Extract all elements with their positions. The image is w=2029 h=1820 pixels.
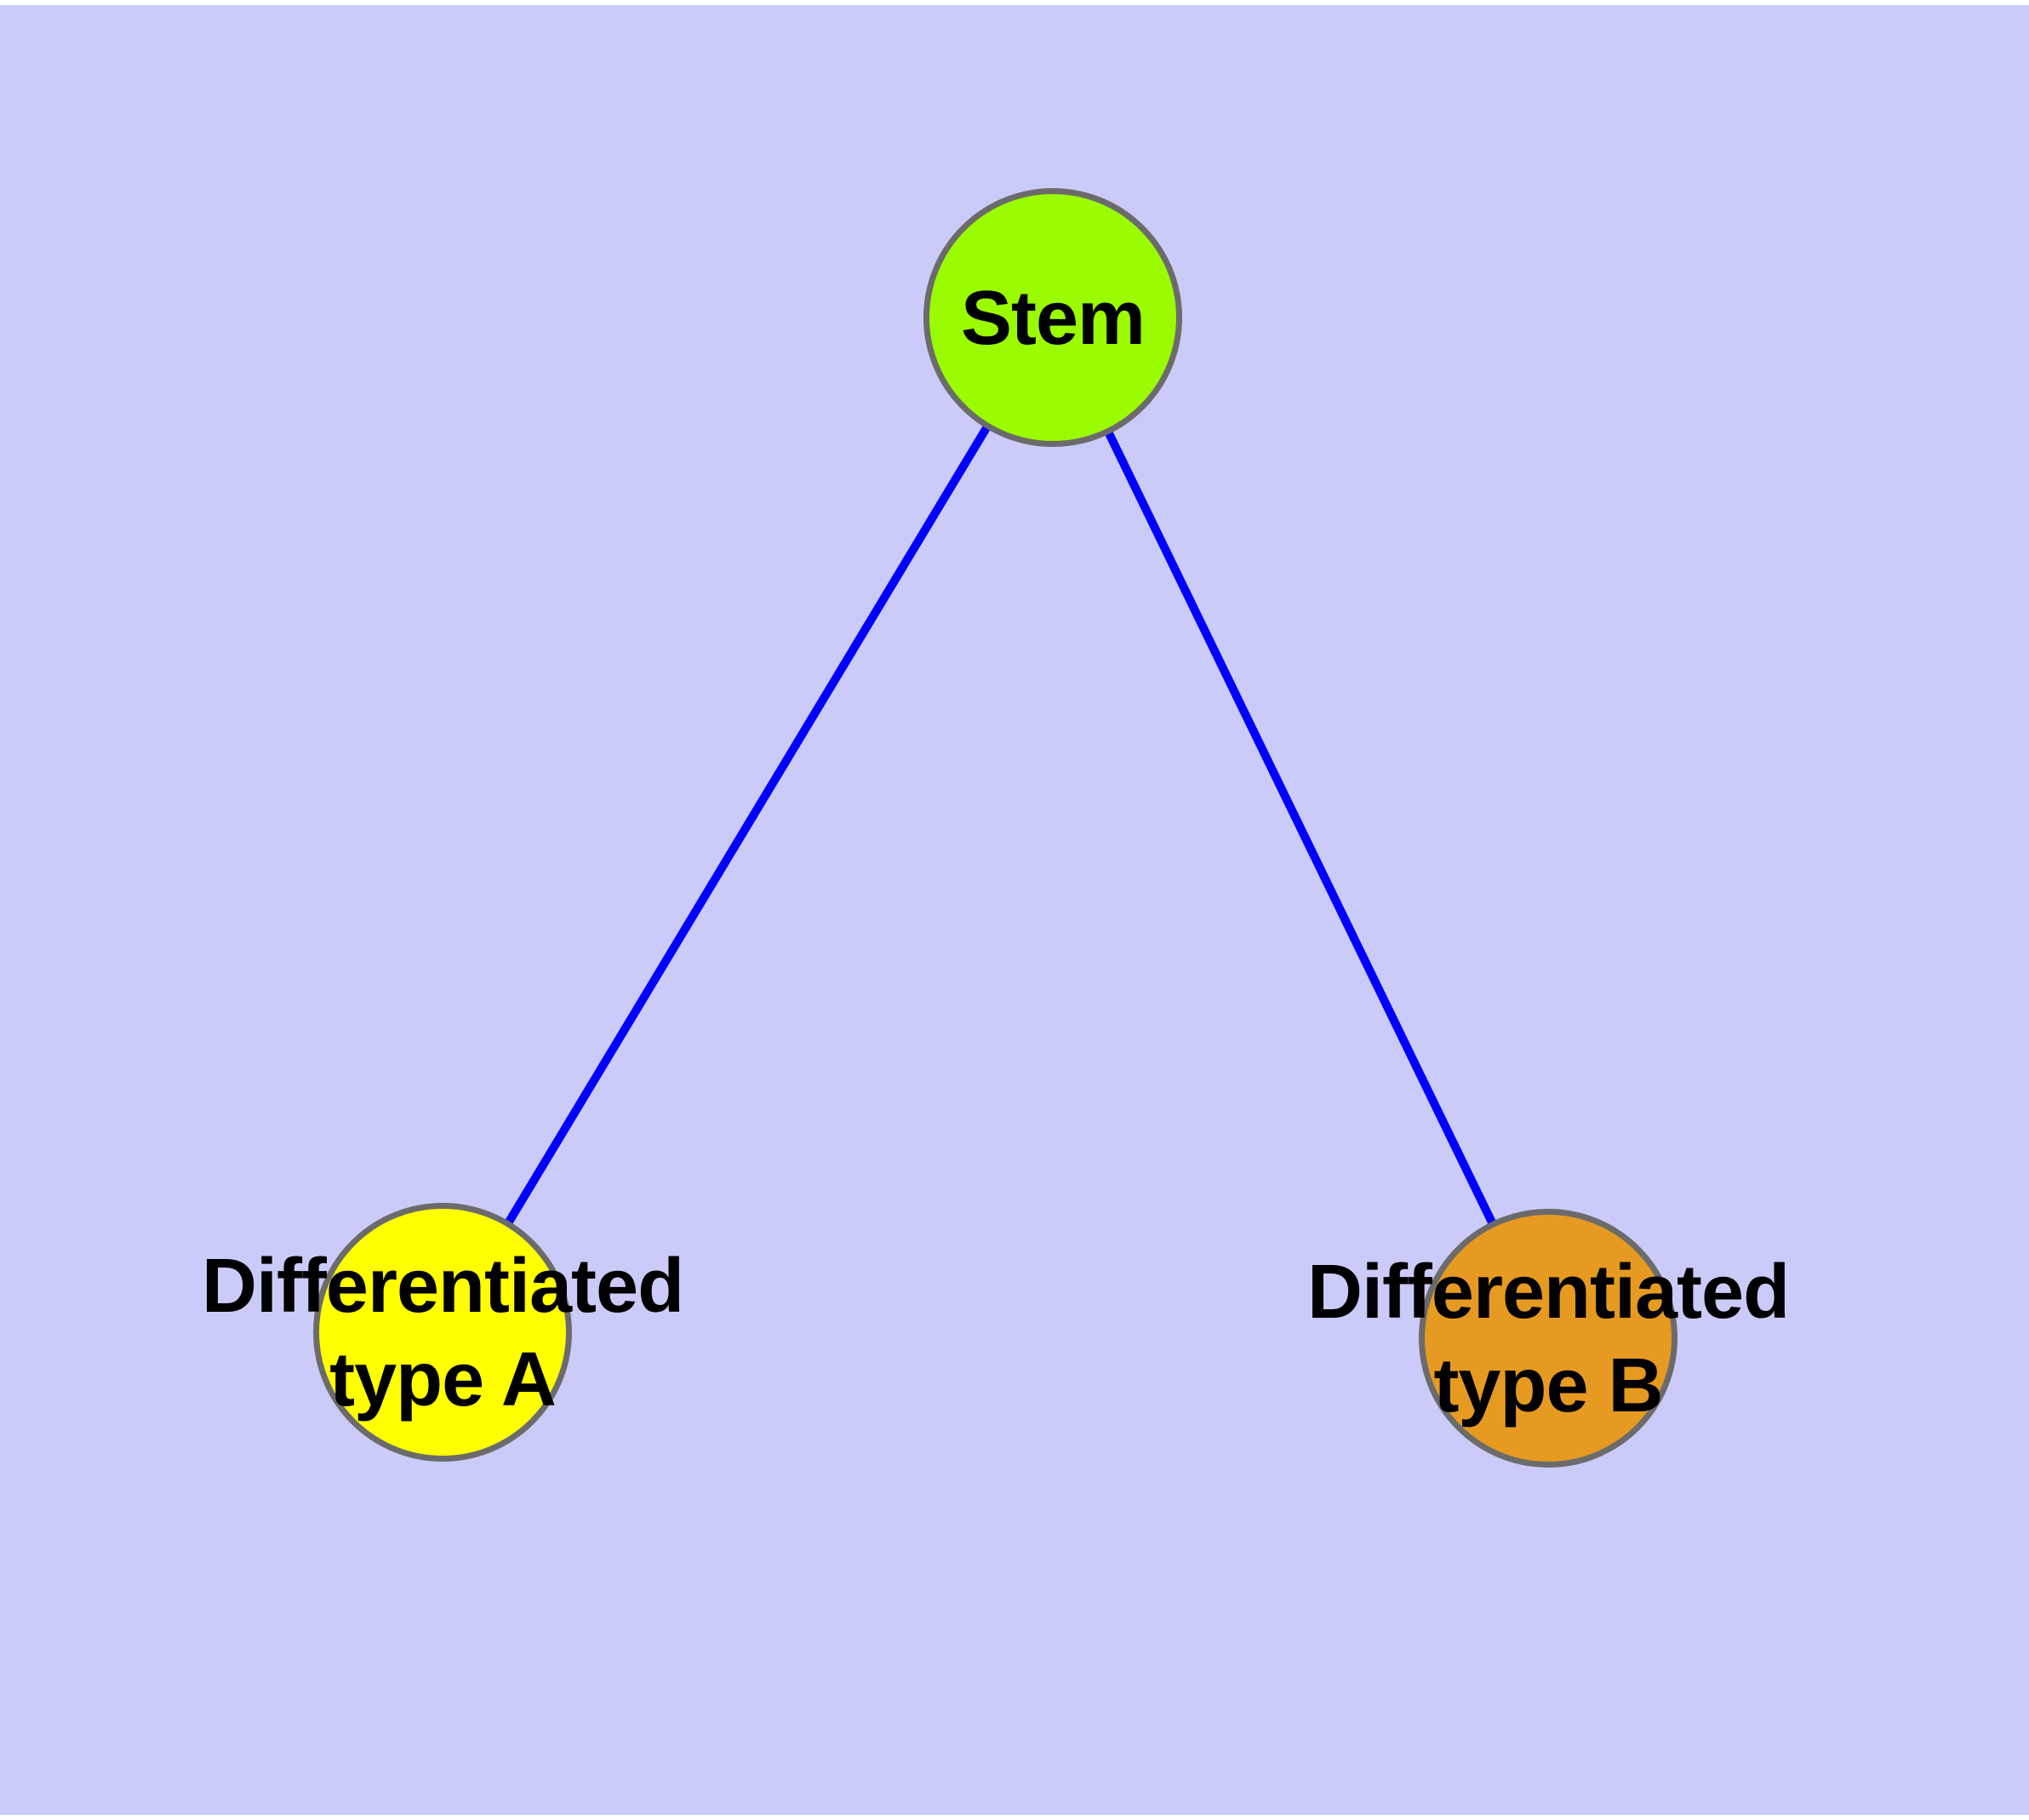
node-type-a-label-line2: type A xyxy=(329,1337,557,1422)
node-type-b-label-line2: type B xyxy=(1433,1343,1663,1428)
node-stem-label: Stem xyxy=(960,272,1146,366)
node-type-a-circle xyxy=(313,1203,572,1462)
edge-stem-to-type-b xyxy=(1049,315,1552,1341)
edges-layer xyxy=(438,315,1552,1341)
edge-stem-to-type-a xyxy=(438,315,1057,1335)
node-type-b-circle xyxy=(1419,1209,1677,1468)
node-stem-label-text: Stem xyxy=(960,276,1146,362)
diagram-canvas: Stem Differentiated type A Differentiate… xyxy=(0,5,2029,1815)
node-stem-circle xyxy=(923,188,1182,447)
node-type-b-label-line1: Differentiated xyxy=(1306,1250,1790,1336)
node-type-b-label: Differentiated type B xyxy=(1306,1246,1790,1434)
node-type-a-label: Differentiated type A xyxy=(201,1240,684,1428)
node-type-a-label-line1: Differentiated xyxy=(201,1244,684,1330)
